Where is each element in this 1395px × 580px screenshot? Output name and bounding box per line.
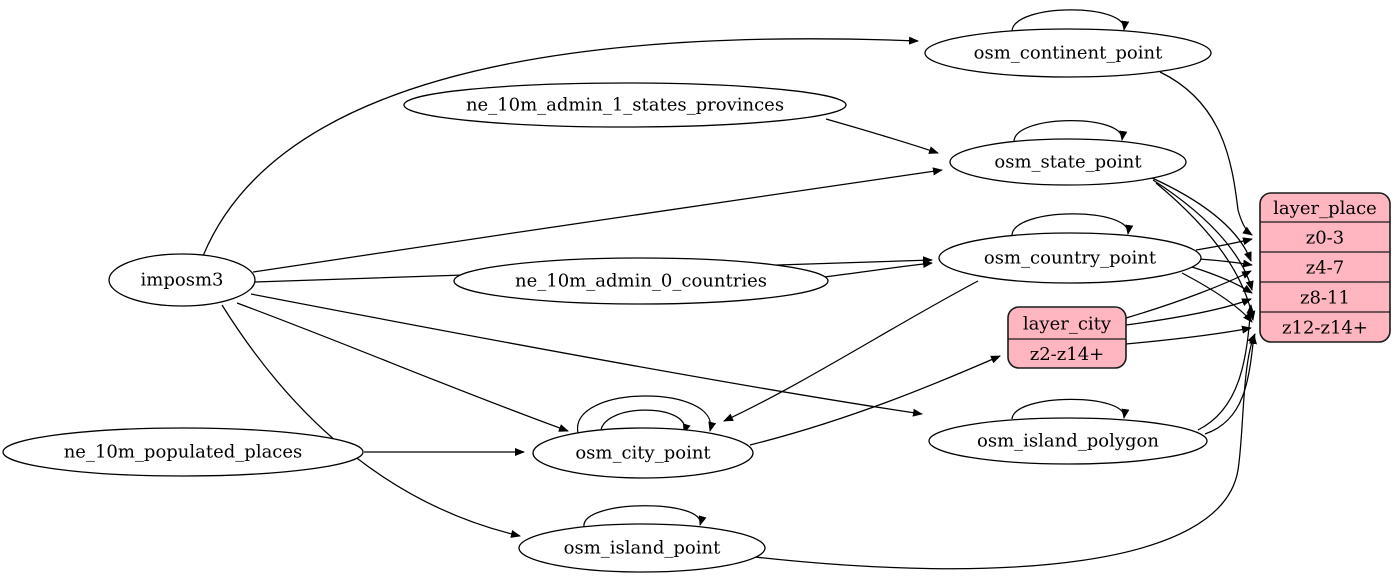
record-layer_place-row-z12-z14+: z12-z14+ [1282,318,1368,339]
node-osm_state_point-shape [949,138,1187,186]
edge-osm_city_point-to-osm_city_point-selfloop-28 [577,395,717,434]
record-layer_place-title: layer_place [1273,198,1377,219]
edge-imposm3-to-osm_island_polygon [250,293,923,417]
record-layer_city: layer_city z2-z14+ [1007,306,1127,369]
edge-layer_city-to-layer_place-z4-7 [1125,270,1252,319]
node-osm_country_point: osm_country_point [938,232,1202,284]
edge-osm_state_point-to-layer_place-z4-7 [1149,176,1252,262]
node-ne_10m_admin_0_countries-label: ne_10m_admin_0_countries [515,271,767,292]
record-layer_place-row-z8-11: z8-11 [1300,288,1350,309]
edge-osm_country_point-to-layer_place-z0-3 [1195,237,1253,251]
edge-ne_10m_admin_1_states_provinces-to-osm_state_point [825,118,939,154]
node-ne_10m_populated_places-shape [2,427,364,477]
node-osm_island_polygon-label: osm_island_polygon [977,431,1159,452]
node-imposm3-shape [108,253,256,307]
edge-osm_state_point-to-layer_place-z8-11 [1152,179,1254,291]
node-ne_10m_populated_places: ne_10m_populated_places [2,427,364,477]
edge-osm_state_point-to-osm_state_point-selfloop-26 [1013,120,1128,142]
node-osm_island_point-shape [518,523,766,573]
node-osm_island_polygon: osm_island_polygon [928,417,1208,465]
record-layer_place: layer_place z0-3 z4-7 z8-11 z12-z14+ [1259,192,1391,343]
node-osm_state_point-label: osm_state_point [994,152,1142,173]
node-ne_10m_admin_1_states_provinces-shape [403,82,847,128]
node-ne_10m_admin_1_states_provinces: ne_10m_admin_1_states_provinces [403,82,847,128]
node-ne_10m_admin_0_countries: ne_10m_admin_0_countries [453,257,829,305]
node-osm_city_point-label: osm_city_point [575,443,711,464]
node-osm_island_polygon-shape [928,417,1208,465]
record-layer_place-row-z0-3: z0-3 [1306,228,1344,249]
edge-osm_island_point-to-layer_place-z12-z14+ [754,333,1256,570]
edge-imposm3-to-osm_island_point [221,304,521,538]
node-ne_10m_admin_1_states_provinces-label: ne_10m_admin_1_states_provinces [466,95,784,116]
node-osm_city_point-shape [532,427,754,479]
record-layer_city-shape [1007,306,1127,369]
edge-osm_country_point-to-osm_country_point-selfloop-27 [1011,213,1134,236]
edge-osm_island_polygon-to-layer_place-z12-z14+ [1204,334,1257,435]
node-ne_10m_admin_0_countries-shape [453,257,829,305]
edge-imposm3-to-osm_city_point [236,302,569,432]
edge-osm_country_point-to-osm_city_point [723,280,979,422]
node-osm_state_point: osm_state_point [949,138,1187,186]
node-osm_country_point-label: osm_country_point [984,248,1157,269]
record-layer_city-title: layer_city [1023,314,1112,335]
edge-osm_continent_point-to-layer_place-z0-3 [1159,71,1253,236]
edge-osm_island_polygon-to-layer_place-z8-11 [1197,304,1255,431]
node-osm_continent_point-label: osm_continent_point [974,43,1163,64]
node-osm_island_point: osm_island_point [518,523,766,573]
edge-osm_city_point-to-osm_city_point-selfloop-29 [600,409,691,437]
node-imposm3-label: imposm3 [141,270,224,291]
edge-imposm3-to-osm_continent_point [202,36,919,257]
edge-layer_city-to-layer_place-z8-11 [1125,298,1252,326]
node-osm_continent_point-shape [924,28,1212,78]
record-layer_place-row-z4-7: z4-7 [1306,258,1344,279]
edge-osm_city_point-to-layer_city-z2-z14+ [749,355,1001,446]
edge-imposm3-to-osm_state_point [252,167,943,273]
node-osm_continent_point: osm_continent_point [924,28,1212,78]
edge-osm_continent_point-to-osm_continent_point-selfloop-25 [1011,9,1130,32]
edge-ne_10m_admin_0_countries-to-osm_country_point [823,260,933,278]
node-ne_10m_populated_places-label: ne_10m_populated_places [64,442,303,463]
edge-osm_island_polygon-to-osm_island_polygon-selfloop-30 [1011,398,1130,420]
record-layer_place-shape [1259,192,1391,343]
edge-osm_island_point-to-osm_island_point-selfloop-31 [583,505,707,528]
edge-osm_country_point-to-layer_place-z4-7 [1198,258,1253,268]
node-imposm3: imposm3 [108,253,256,307]
node-osm_country_point-shape [938,232,1202,284]
node-osm_city_point: osm_city_point [532,427,754,479]
edge-layer_city-to-layer_place-z12-z14+ [1125,325,1252,345]
node-osm_island_point-label: osm_island_point [564,538,721,559]
record-layer_city-row-z2-z14+: z2-z14+ [1030,344,1105,365]
